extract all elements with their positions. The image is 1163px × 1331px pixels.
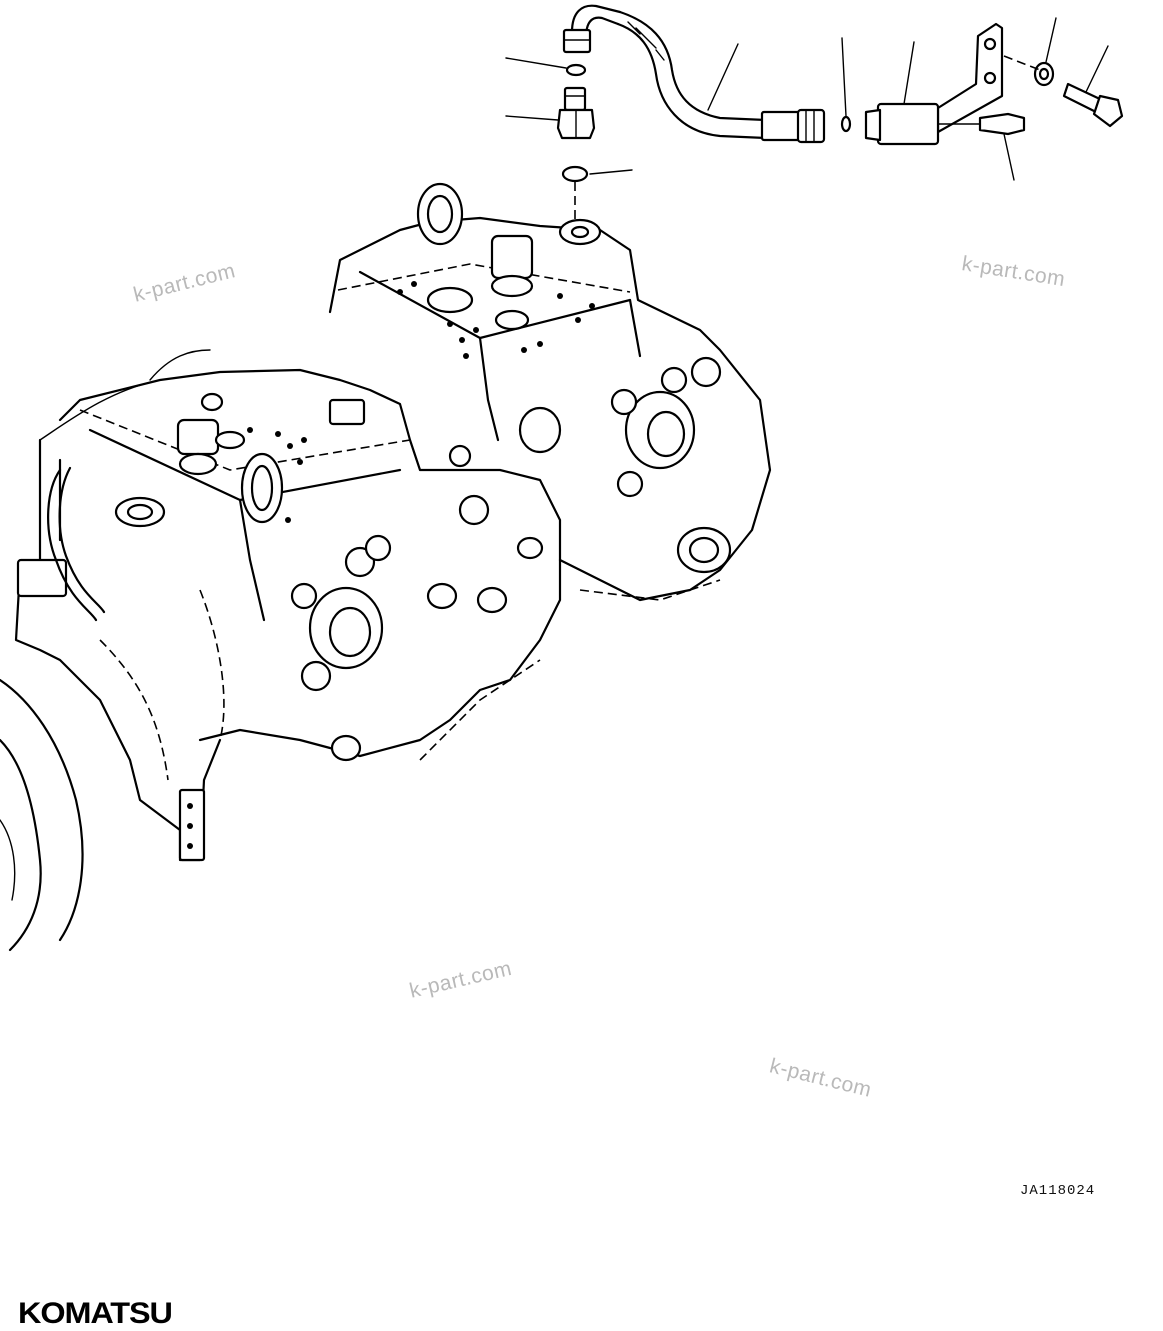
- main-pump-assembly: [0, 182, 772, 952]
- o-ring-small: [840, 115, 852, 133]
- hose-assembly: [562, 4, 826, 144]
- o-ring-lower: [561, 165, 589, 183]
- washer: [1033, 61, 1055, 87]
- brand-logo: KOMATSU: [18, 1297, 173, 1330]
- elbow-adapter: [556, 86, 596, 140]
- sensor-bracket: [864, 22, 1026, 146]
- leader-lines: [505, 17, 1109, 244]
- drawing-code: JA118024: [1020, 1183, 1096, 1199]
- o-ring-upper: [565, 63, 587, 77]
- bolt: [1062, 82, 1124, 128]
